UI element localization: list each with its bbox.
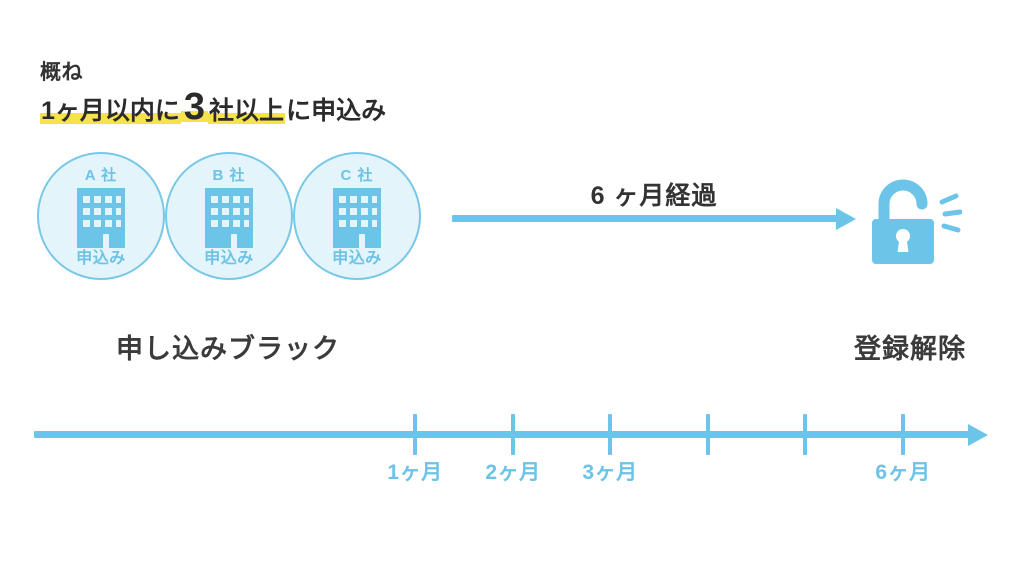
- circle-footer-label: 申込み: [332, 250, 382, 267]
- circle-company-b: B 社 申込み: [165, 152, 293, 280]
- unlocked-padlock-icon: [872, 179, 962, 264]
- building-icon: [205, 188, 253, 248]
- circle-footer-label: 申込み: [76, 250, 126, 267]
- heading-line-1: 概ね: [40, 61, 83, 84]
- circle-company-c: C 社 申込み: [293, 152, 421, 280]
- timeline-tick: [413, 414, 417, 455]
- heading-tail: に申込み: [286, 97, 387, 125]
- caption-registration-removed: 登録解除: [854, 334, 966, 364]
- timeline-tick: [803, 414, 807, 455]
- right-arrow-icon: [968, 424, 988, 446]
- timeline-axis: 1ヶ月 2ヶ月 3ヶ月 6ヶ月: [0, 400, 1024, 500]
- timeline-tick: [901, 414, 905, 455]
- timeline-tick: [608, 414, 612, 455]
- arrow-shaft: [452, 215, 838, 222]
- timeline-tick-label: 1ヶ月: [387, 461, 443, 484]
- caption-application-black: 申し込みブラック: [116, 334, 340, 364]
- circle-footer-label: 申込み: [204, 250, 254, 267]
- right-arrow-icon: [836, 208, 856, 230]
- heading-highlight-pre: 1ヶ月以内に: [40, 97, 181, 125]
- building-icon: [77, 188, 125, 248]
- circle-company-label: B 社: [212, 167, 246, 184]
- timeline-tick: [706, 414, 710, 455]
- timeline-tick-label: 6ヶ月: [875, 461, 931, 484]
- circle-company-a: A 社 申込み: [37, 152, 165, 280]
- heading-highlight-number: 3: [180, 88, 209, 126]
- elapsed-time-arrow: [452, 208, 856, 230]
- timeline-tick: [511, 414, 515, 455]
- elapsed-time-label: 6 ヶ月経過: [590, 182, 718, 210]
- timeline-line: [34, 431, 974, 438]
- heading-highlight-mid: 社以上: [208, 97, 286, 125]
- circle-company-label: C 社: [340, 167, 374, 184]
- circle-company-label: A 社: [84, 167, 118, 184]
- timeline-tick-label: 2ヶ月: [485, 461, 541, 484]
- timeline-tick-label: 3ヶ月: [582, 461, 638, 484]
- building-icon: [333, 188, 381, 248]
- application-circles-group: C 社 申込み B 社 申込み: [37, 152, 421, 293]
